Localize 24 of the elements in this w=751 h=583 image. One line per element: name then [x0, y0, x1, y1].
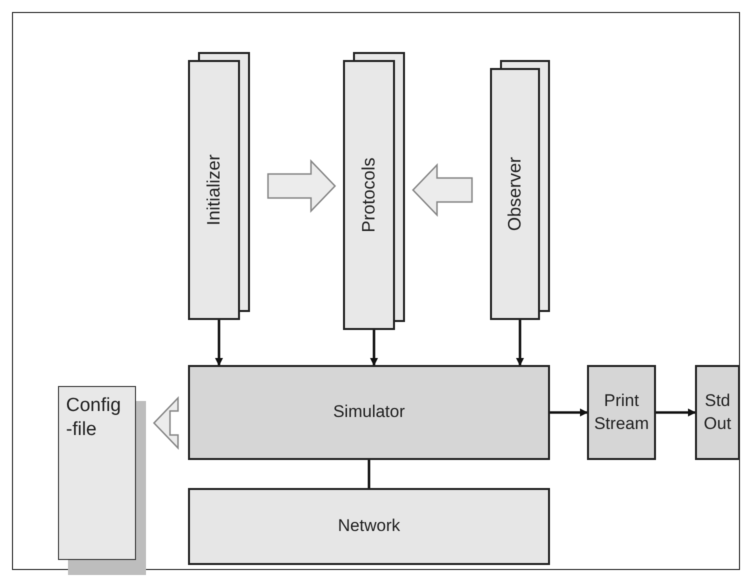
block-arrow: [152, 396, 179, 450]
node-label: Network: [338, 515, 400, 538]
node-label: Simulator: [333, 401, 405, 424]
arrow: [656, 408, 696, 416]
document-box: [58, 386, 146, 575]
block-arrow: [267, 159, 336, 213]
stacked-sheet-box: [490, 60, 550, 320]
arrow: [215, 320, 223, 366]
arrow: [516, 320, 524, 366]
arrow: [370, 330, 378, 366]
node-label: Initializer: [202, 154, 224, 226]
node-label: Print Stream: [593, 390, 650, 434]
stacked-sheet-box: [188, 52, 250, 320]
node-label: Config -file: [66, 394, 122, 442]
block-arrow: [412, 163, 473, 217]
process-box: [695, 365, 740, 460]
node-label: Std Out: [702, 390, 732, 434]
arrow: [550, 408, 588, 416]
process-box: [188, 365, 550, 460]
node-label: Protocols: [357, 157, 380, 233]
process-box: [188, 488, 550, 565]
process-box: [587, 365, 656, 460]
node-label: Observer: [503, 156, 526, 232]
stacked-sheet-box: [343, 52, 405, 330]
